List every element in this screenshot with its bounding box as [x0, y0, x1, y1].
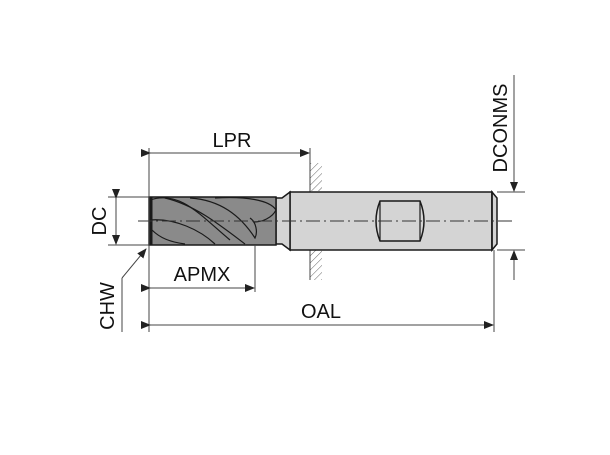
dconms-dimension: DCONMS — [490, 75, 518, 280]
oal-label: OAL — [301, 301, 341, 323]
dconms-label: DCONMS — [490, 84, 512, 173]
lpr-dimension: LPR — [141, 130, 310, 157]
lpr-label: LPR — [213, 130, 252, 152]
dc-dimension: DC — [89, 189, 120, 245]
dc-label: DC — [89, 207, 111, 236]
chw-dimension: CHW — [97, 248, 147, 332]
chw-label: CHW — [97, 282, 119, 330]
apmx-dimension: APMX — [141, 264, 255, 292]
apmx-label: APMX — [174, 264, 231, 286]
oal-dimension: OAL — [141, 301, 494, 329]
shank — [289, 189, 498, 253]
